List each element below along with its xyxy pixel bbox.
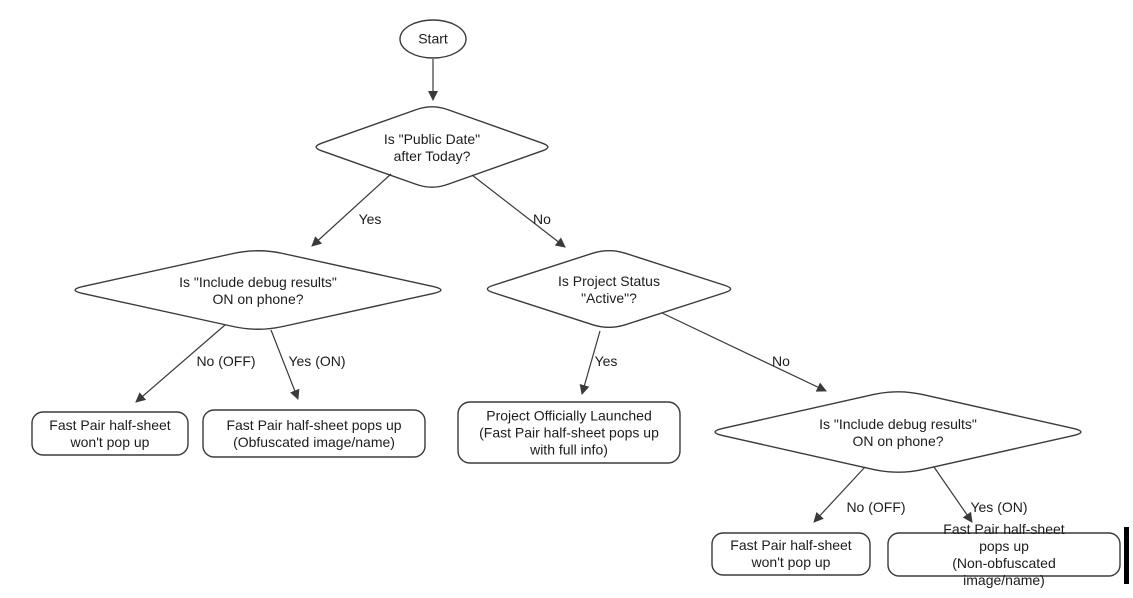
result-non-obfuscated-shape (887, 532, 1121, 577)
result-obfuscated-label: Fast Pair half-sheet pops up (Obfuscated… (226, 417, 402, 450)
result-no-popup-right-shape (711, 532, 871, 576)
result-no-popup-left-label: Fast Pair half-sheet won't pop up (49, 417, 171, 450)
connector-public-date-yes (311, 173, 392, 247)
connector-public-date-no (471, 174, 566, 248)
connector-debug-left-no (135, 324, 226, 403)
connector-debug-left-yes (270, 329, 300, 400)
connector-status-no (661, 312, 827, 392)
edge-label-public-date-yes: Yes (358, 211, 382, 227)
result-non-obfuscated-label: Fast Pair half-sheet pops up (Non-obfusc… (943, 521, 1065, 588)
decision-debug-left-shape (74, 250, 442, 330)
edge-label-debug-left-no: No (OFF) (196, 353, 256, 369)
result-no-popup-left-shape (31, 411, 189, 456)
result-obfuscated-shape (202, 409, 426, 458)
edge-label-debug-left-yes: Yes (ON) (288, 353, 346, 369)
edge-label-status-no: No (772, 353, 790, 369)
edge-label-debug-right-yes: Yes (ON) (970, 499, 1028, 515)
decision-debug-right-shape (714, 391, 1082, 473)
start-node-shape (399, 19, 467, 59)
decision-debug-left-label: Is "Include debug results" ON on phone? (179, 274, 337, 307)
decision-debug-right-label: Is "Include debug results" ON on phone? (819, 416, 977, 449)
result-no-popup-right-label: Fast Pair half-sheet won't pop up (730, 537, 852, 570)
decision-public-date-shape (315, 106, 549, 188)
edge-label-debug-right-no: No (OFF) (846, 499, 906, 515)
edge-label-status-yes: Yes (594, 353, 618, 369)
decision-project-status-label: Is Project Status "Active"? (558, 273, 660, 306)
decision-project-status-shape (486, 249, 732, 329)
connector-debug-right-yes (933, 466, 973, 523)
result-launched-label: Project Officially Launched (Fast Pair h… (479, 407, 659, 458)
decision-public-date-label: Is "Public Date" after Today? (383, 131, 481, 164)
connector-status-yes (579, 330, 601, 395)
connector-debug-right-no (813, 466, 866, 523)
start-node-label: Start (418, 30, 448, 47)
edge-label-public-date-no: No (533, 211, 551, 227)
result-launched-shape (457, 401, 681, 464)
text-cursor-artifact (1124, 527, 1129, 584)
